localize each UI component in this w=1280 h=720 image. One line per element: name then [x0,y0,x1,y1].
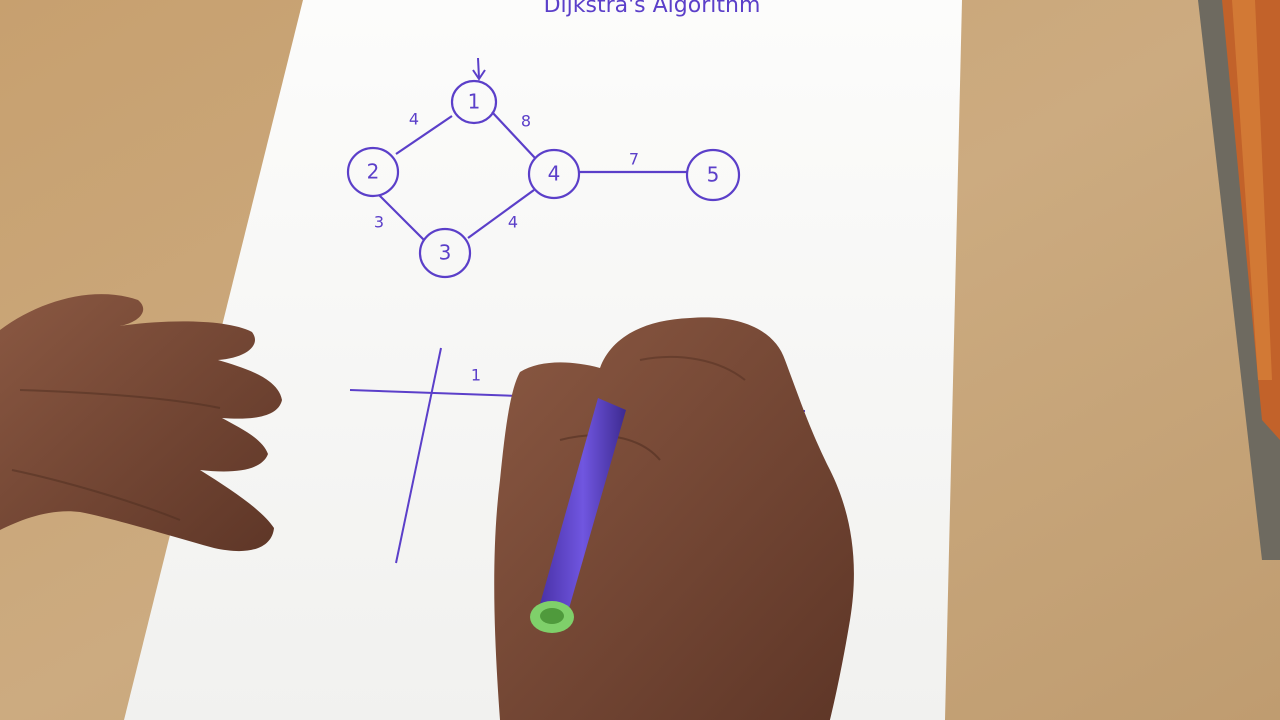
edge-weight-1-2: 4 [409,110,419,129]
page-title: Dijkstra's Algorithm [544,0,761,18]
left-hand [0,294,282,552]
node-label-5: 5 [707,163,720,187]
edge-weight-1-4: 8 [521,112,531,131]
edge-1-2 [395,115,453,155]
node-label-4: 4 [548,162,561,186]
edge-1-4 [491,111,536,159]
table-divider-line [395,347,442,564]
edge-weight-2-3: 3 [374,213,384,232]
node-label-2: 2 [367,160,380,184]
cloth-edge [1198,0,1280,560]
node-circle-2 [346,146,400,198]
purple-marker [530,398,626,633]
node-circle-5 [685,148,741,202]
node-label-3: 3 [439,241,452,265]
edge-weight-3-4: 4 [508,213,518,232]
edge-3-4 [467,189,535,239]
graph-edges [378,111,688,241]
table-header-label: 1 [471,366,481,385]
node-circle-3 [418,227,472,279]
node-circle-1 [450,79,498,125]
start-arrow-icon [472,57,486,81]
edge-weight-4-5: 7 [629,150,639,169]
graph-nodes [346,79,741,279]
node-label-1: 1 [468,90,481,114]
edge-2-3 [378,194,425,241]
table-header-line [349,389,521,397]
node-circle-4 [527,148,581,200]
